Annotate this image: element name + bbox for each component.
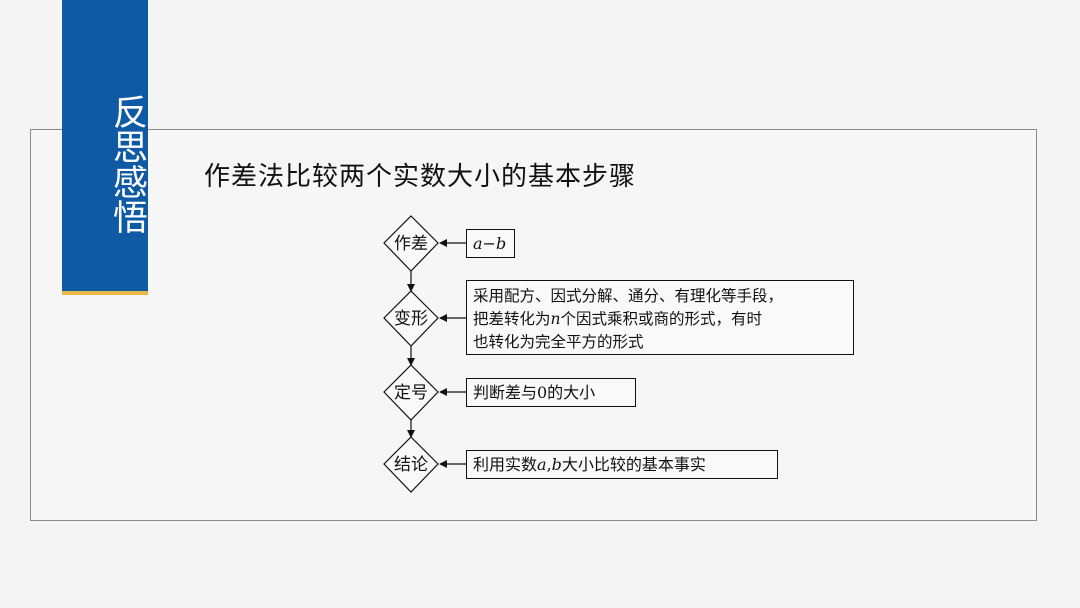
detail-box-bianxing: 采用配方、因式分解、通分、有理化等手段，把差转化为n个因式乘积或商的形式，有时也… xyxy=(466,280,854,355)
section-tab: 反思感悟 xyxy=(62,0,148,295)
detail-box-zuocha: a−b xyxy=(466,229,515,258)
step-label: 定号 xyxy=(394,383,428,403)
step-bianxing: 变形 xyxy=(383,290,466,347)
step-diamond xyxy=(383,215,439,272)
step-jielun: 结论 xyxy=(383,436,466,493)
detail-box-dinghao: 判断差与0的大小 xyxy=(466,378,636,407)
section-tab-label: 反思感悟 xyxy=(107,94,147,234)
step-zuocha: 作差 xyxy=(383,215,466,272)
step-diamond xyxy=(383,436,439,493)
step-label: 变形 xyxy=(394,309,428,329)
step-dinghao: 定号 xyxy=(383,364,466,421)
step-diamond xyxy=(383,290,439,347)
step-label: 作差 xyxy=(394,234,428,254)
step-diamond xyxy=(383,364,439,421)
diagram-heading: 作差法比较两个实数大小的基本步骤 xyxy=(204,162,637,192)
step-label: 结论 xyxy=(394,455,428,475)
